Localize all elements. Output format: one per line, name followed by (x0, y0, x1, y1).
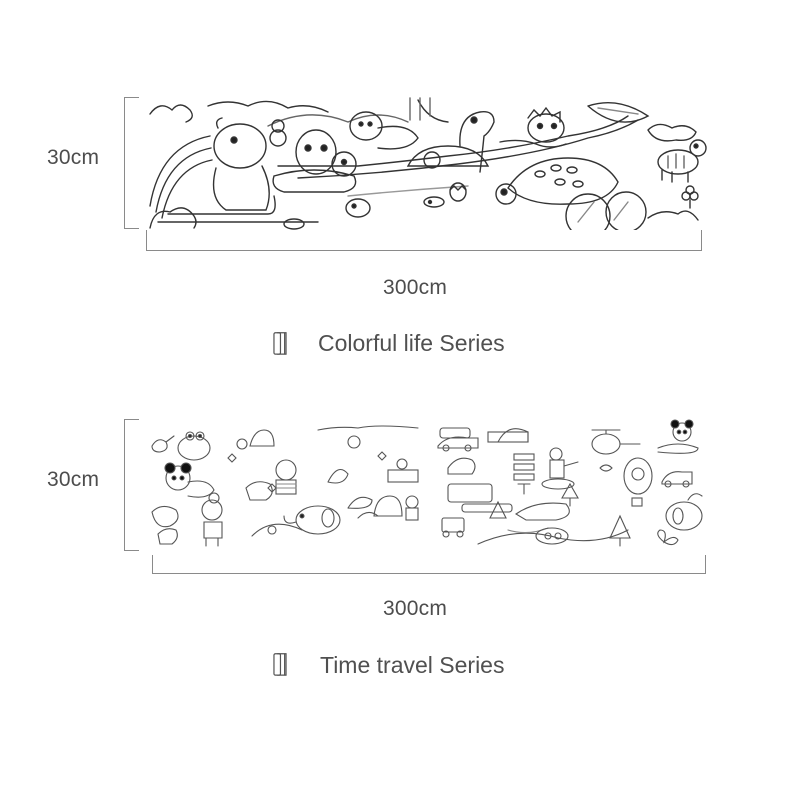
width-label: 300cm (383, 597, 448, 620)
width-bracket (146, 230, 702, 251)
coloring-scroll-illustration (148, 96, 710, 230)
paper-roll-icon (272, 651, 288, 682)
paper-roll-icon (272, 330, 288, 361)
series-title: Colorful life Series (318, 330, 505, 356)
height-bracket (124, 419, 139, 551)
height-label: 30cm (47, 146, 100, 169)
width-label: 300cm (383, 276, 448, 299)
height-label: 30cm (47, 468, 100, 491)
width-bracket (152, 555, 706, 574)
series-title: Time travel Series (320, 652, 505, 678)
coloring-scroll-illustration (148, 418, 708, 550)
height-bracket (124, 97, 139, 229)
